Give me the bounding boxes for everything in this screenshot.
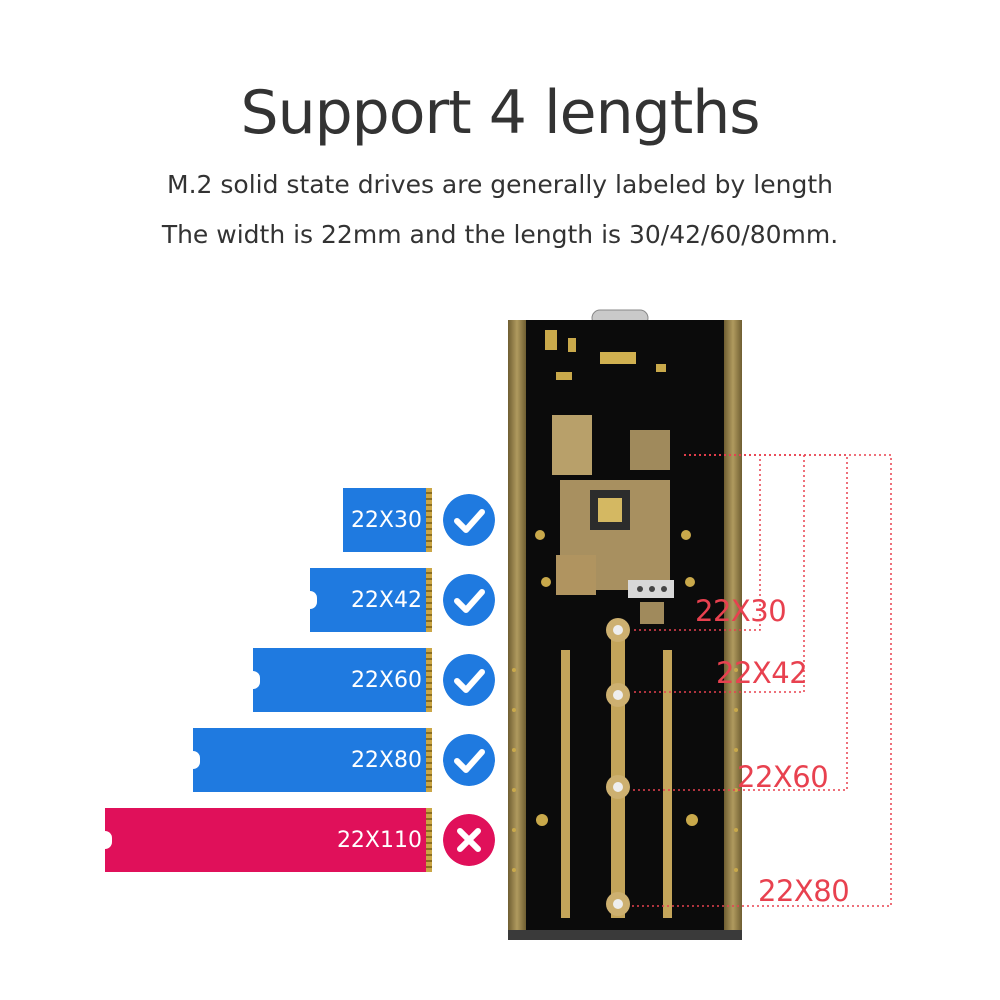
gold-contacts (426, 728, 432, 792)
screw-notch (186, 751, 200, 769)
screw-notch (246, 671, 260, 689)
subtitle-line-1: M.2 solid state drives are generally lab… (167, 170, 833, 199)
ssd-22x110: 22X110 (98, 808, 432, 872)
gold-contacts (426, 488, 432, 552)
check-circle-icon (443, 494, 495, 546)
drive-size-label: 22X80 (350, 747, 422, 773)
ssd-22x80: 22X80 (186, 728, 432, 792)
gold-contacts (426, 808, 432, 872)
gold-contacts (426, 648, 432, 712)
ssd-22x42: 22X42 (303, 568, 432, 632)
length-label-22x80: 22X80 (758, 874, 850, 908)
headline: Support 4 lengths (240, 78, 760, 148)
length-label-22x30: 22X30 (695, 594, 787, 628)
length-label-22x42: 22X42 (716, 656, 808, 690)
drive-size-label: 22X42 (350, 587, 422, 613)
length-label-22x60: 22X60 (737, 760, 829, 794)
drive-size-label: 22X30 (350, 507, 422, 533)
check-circle-icon (443, 574, 495, 626)
check-circle-icon (443, 734, 495, 786)
ssd-22x30: 22X30 (343, 488, 432, 552)
drive-size-label: 22X110 (336, 827, 422, 853)
ssd-22x60: 22X60 (246, 648, 432, 712)
subtitle-line-2: The width is 22mm and the length is 30/4… (161, 220, 839, 249)
gold-contacts (426, 568, 432, 632)
screw-notch (98, 831, 112, 849)
ssd-enclosure-pcb (508, 309, 742, 940)
check-circle-icon (443, 654, 495, 706)
screw-notch (303, 591, 317, 609)
drive-size-label: 22X60 (350, 667, 422, 693)
x-circle-icon (443, 814, 495, 866)
